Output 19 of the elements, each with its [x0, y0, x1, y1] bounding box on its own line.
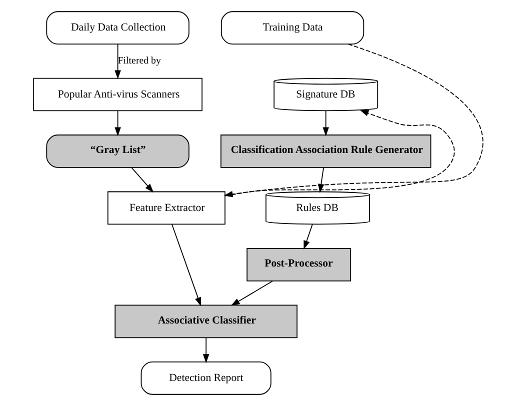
- arrow: [322, 110, 328, 136]
- node-box: Detection Report: [140, 362, 271, 395]
- arrow: [202, 337, 209, 364]
- node-box: Classification Association Rule Generator: [220, 134, 431, 168]
- node-box: “Gray List”: [46, 134, 189, 168]
- arrow: [130, 167, 154, 193]
- arrow: [318, 167, 324, 193]
- arrow: [303, 224, 312, 250]
- node-box: Post-Processor: [246, 248, 351, 282]
- arrow: [230, 280, 273, 306]
- arrow: [114, 44, 120, 80]
- node-box: Popular Anti-virus Scanners: [32, 78, 202, 112]
- arrow: [171, 224, 201, 306]
- edge-label: Filtered by: [117, 56, 160, 67]
- node-box: Training Data: [220, 11, 364, 44]
- node-box: Associative Classifier: [114, 304, 297, 338]
- arrow: [114, 110, 120, 136]
- node-box: Daily Data Collection: [46, 11, 189, 44]
- node-box: Feature Extractor: [106, 191, 225, 225]
